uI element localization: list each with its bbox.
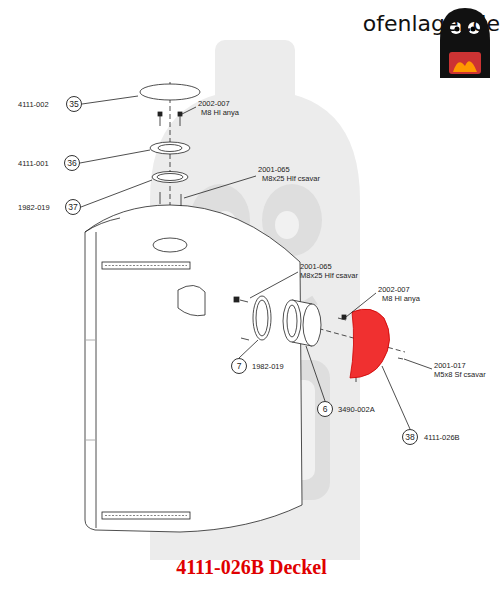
callout-circle: 37 [65,199,81,215]
part-label: 2002-007 [198,99,230,108]
part-label: M8x25 Hlf csavar [262,174,320,183]
part-label: 2001-065 [300,262,332,271]
callout-circle: 7 [231,358,247,374]
part-label: M8x25 Hlf csavar [300,271,358,280]
callout-circle: 35 [66,96,82,112]
callout-number: 6 [323,405,328,414]
part-label: 1982-019 [18,203,50,212]
part-label: M8 Hl anya [201,108,239,117]
part-label: 2001-065 [258,165,290,174]
part-label: 4111-026B [424,433,460,442]
part-label: 2002-007 [378,285,410,294]
part-label: 1982-019 [252,362,284,371]
part-label: 2001-017 [434,361,466,370]
part-label: 4111-001 [18,159,49,168]
callout-number: 36 [67,159,76,168]
callout-circle: 6 [317,401,333,417]
site-logo: ofenlager.de [363,12,500,36]
part-label: 4111-002 [18,100,49,109]
callout-number: 7 [237,362,242,371]
diagram-title: 4111-026B Deckel [0,556,503,579]
callout-number: 38 [405,433,414,442]
part-label: M5x8 Sf csavar [434,370,486,379]
callout-number: 35 [69,100,78,109]
part-label: 3490-002A [338,405,375,414]
callout-circle: 36 [64,155,80,171]
callout-circle: 38 [402,429,418,445]
part-label: M8 Hl anya [382,294,420,303]
callout-number: 37 [68,203,77,212]
